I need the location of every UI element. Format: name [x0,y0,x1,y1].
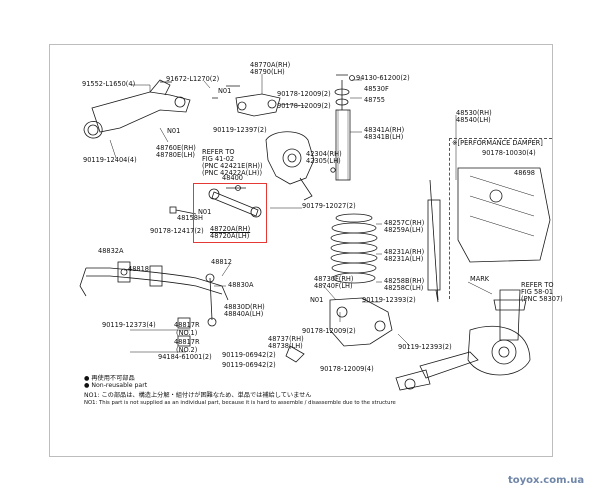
part-label: 90178-12417(2) [150,227,204,235]
part-label: 90179-12027(2) [302,202,356,210]
part-label: 90178-12009(4) [320,365,374,373]
legend-line-en: ● Non-reusable part [84,382,148,389]
part-label: 48258B(RH) [384,277,425,285]
ref-label: (PNC 58307) [521,295,563,303]
part-label: 48258C(LH) [384,284,424,292]
part-label: 48830D(RH) [224,303,265,311]
note-label: N01 [198,208,212,216]
part-label: 48540(LH) [456,116,491,124]
note-label: N01 [218,87,232,95]
part-label: 48818 [128,265,149,273]
part-label: 48158H [177,214,203,222]
part-label: 48530(RH) [456,109,492,117]
legend-note-en: NO1: This part is not supplied as an ind… [84,400,396,406]
part-label: 90119-12393(2) [362,296,416,304]
ref-label: REFER TO [521,281,554,289]
part-label: 48832A [98,247,124,255]
note-label: N01 [167,127,181,135]
part-label: 48780E(LH) [156,151,195,159]
ref-label: (PNC 42422A(LH)) [202,169,263,177]
part-label: (NO.2) [176,346,198,354]
part-label: 94130-61200(2) [356,74,410,82]
ref-label: FIG 41-02 [202,155,235,163]
section-label: ※[PERFORMANCE DAMPER] [452,139,543,147]
part-label: 48231A(RH) [384,248,425,256]
part-label: 90178-12009(2) [277,90,331,98]
ref-label: REFER TO [202,148,235,156]
part-label: 48830A [228,281,254,289]
part-label: 90119-12397(2) [213,126,267,134]
part-label: 48812 [211,258,232,266]
part-label-highlighted[interactable]: 48720A(RH) [210,225,251,233]
diagram-frame [49,44,553,457]
part-label: 48400 [222,174,243,182]
part-label: 48817R [174,338,200,346]
part-label: 48530F [364,85,389,93]
part-label: 48738(LH) [268,342,303,350]
part-label: 90119-12404(4) [83,156,137,164]
part-label: 90119-06942(2) [222,361,276,369]
part-label: 48231A(LH) [384,255,424,263]
part-label: 48770A(RH) [250,61,291,69]
part-label: 42304(RH) [306,150,342,158]
part-label: 48817R [174,321,200,329]
part-label: 48257C(RH) [384,219,425,227]
watermark[interactable]: toyox.com.ua [508,475,585,486]
part-label: 94184-61001(2) [158,353,212,361]
part-label: 90119-12373(4) [102,321,156,329]
part-label: 48755 [364,96,385,104]
part-label: 91672-L1270(2) [166,75,220,83]
part-label: 90119-06942(2) [222,351,276,359]
part-label: 90119-12393(2) [398,343,452,351]
part-label: 48760E(RH) [156,144,196,152]
part-label: 48259A(LH) [384,226,424,234]
highlight-box[interactable] [193,183,267,243]
part-label-highlighted[interactable]: 48720A(LH) [210,232,250,240]
part-label: 48341A(RH) [364,126,405,134]
part-label: 48790(LH) [250,68,285,76]
performance-damper-box [449,138,552,299]
part-label: 48341B(LH) [364,133,404,141]
part-label: 48740F(LH) [314,282,353,290]
legend-line-jp: ● 再使用不可部品 [84,375,135,382]
part-label: 48737(RH) [268,335,304,343]
legend-note-jp: NO1: この部品は、構造上分解・組付けが困難なため、単品では補給していません [84,392,312,399]
part-label: 90178-10030(4) [482,149,536,157]
part-label: 90178-12009(2) [302,327,356,335]
part-label: 91552-L1650(4) [82,80,136,88]
note-label: N01 [310,296,324,304]
part-label: (NO.1) [176,329,198,337]
part-label: 48840A(LH) [224,310,264,318]
part-label: 42305(LH) [306,157,341,165]
mark-label: MARK [470,275,490,283]
ref-label: (PNC 42421E(RH)) [202,162,263,170]
part-label: 48730F(RH) [314,275,354,283]
ref-label: FIG 58-01 [521,288,554,296]
part-label: 90178-12009(2) [277,102,331,110]
part-label: 48698 [514,169,535,177]
